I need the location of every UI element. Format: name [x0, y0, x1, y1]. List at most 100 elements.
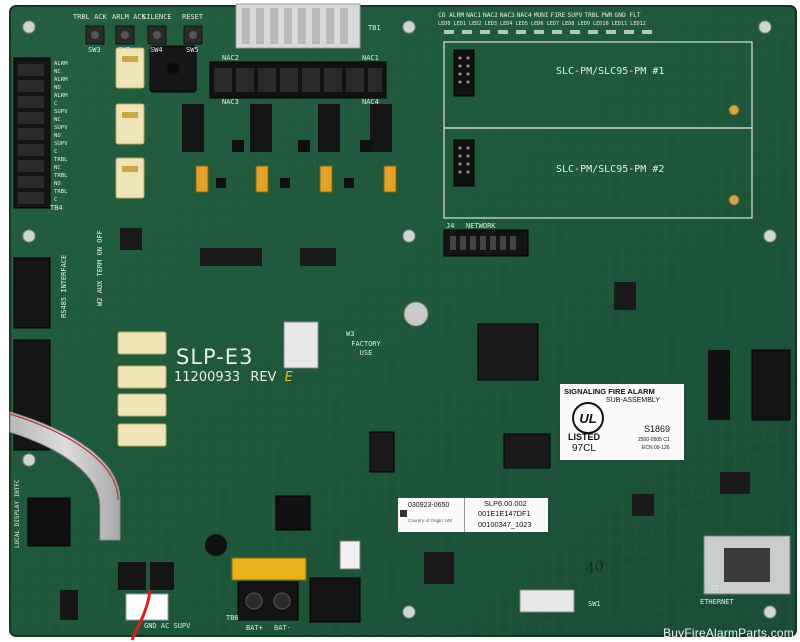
mid-left-relays: [117, 331, 167, 447]
mounting-holes: [22, 20, 777, 619]
ul-listing-label: SIGNALING FIRE ALARM SUB-ASSEMBLY UL LIS…: [560, 384, 684, 460]
ac-supv-label: GND AC SUPV: [144, 622, 191, 630]
software-version-label: 030923-0650 Country of Origin: MX SLP6.0…: [398, 498, 548, 532]
network-label: NETWORK: [466, 222, 496, 230]
button-label-silence: SILENCE: [142, 13, 172, 21]
tb4-label-5: C: [54, 101, 58, 107]
bat-minus-label: BAT-: [274, 624, 291, 632]
tb2-terminal-block: [751, 349, 791, 421]
ethernet-jack: [703, 535, 791, 595]
buzzer-port: [167, 63, 179, 75]
led-top-2: NAC2: [482, 12, 498, 19]
nac4-label: NAC4: [362, 98, 379, 106]
ul-listed: LISTED: [568, 432, 601, 442]
sw5-ref: SW5: [186, 46, 199, 54]
pcb-board: [9, 5, 797, 637]
factory-use-label: FACTORY USE: [351, 340, 381, 357]
ribbon-cable: [9, 411, 121, 547]
nac1-label: NAC1: [362, 54, 379, 62]
led-top-5: MUNI: [533, 12, 549, 19]
led-bottom-8: LED8: [562, 21, 575, 27]
sw3-ref: SW3: [88, 46, 101, 54]
led-top-0: CO ALRM: [438, 12, 465, 19]
led-bottom-9: LED9: [577, 21, 591, 27]
j4-label: J4: [446, 222, 455, 230]
nac-terminals: [209, 61, 387, 99]
tb1-connector: [235, 3, 361, 49]
led-bottom-1: LED1: [453, 21, 467, 27]
led-top-6: FIRE: [550, 12, 566, 19]
nac-circuits: [182, 104, 397, 193]
ul-line1: SIGNALING FIRE ALARM: [564, 387, 655, 396]
led-bottom-12: LED12: [630, 21, 646, 27]
led-top-8: TRBL: [584, 12, 600, 19]
w3-label: W3: [346, 330, 355, 338]
local-display-label: LOCAL DISPLAY INTFC: [14, 479, 21, 548]
sw2-ref: SW2: [118, 46, 131, 54]
tb4-label-6: SUPV: [54, 109, 68, 115]
led-bottom-7: LED7: [546, 21, 560, 27]
button-label-alrm-ack: ARLM ACK: [112, 13, 146, 21]
aux-term-label: W2 AUX TERM ON OFF: [96, 230, 104, 306]
ul-category: 97CL: [572, 443, 596, 454]
integrated-circuits: [120, 228, 750, 584]
tb4-label-17: C: [54, 197, 58, 203]
part-number: 11200933: [174, 370, 241, 385]
ul-ecn: ECN 09-126: [642, 445, 670, 451]
tb4-label-1: NC: [54, 69, 61, 75]
tb4-label-3: NO: [54, 85, 61, 91]
ul-mark-icon: UL: [572, 402, 604, 434]
firmware-version: SLP6.00.002: [484, 499, 527, 508]
tb4-label-14: TRBL: [54, 173, 68, 179]
slc-module-1-label: SLC-PM/SLC95-PM #1: [556, 66, 665, 77]
board-model: SLP-E3: [176, 345, 254, 369]
tb4-label-9: NO: [54, 133, 61, 139]
origin-block: 030923-0650 Country of Origin: MX: [398, 498, 465, 532]
nac3-label: NAC3: [222, 98, 239, 106]
tb4-label-7: NC: [54, 117, 61, 123]
form-c-relays: [115, 47, 145, 199]
ul-line2: SUB-ASSEMBLY: [606, 397, 660, 404]
led-bottom-6: LED6: [531, 21, 544, 27]
led-bottom-10: LED10: [593, 21, 609, 27]
tb4-label-13: NC: [54, 165, 61, 171]
bat-plus-label: BAT+: [246, 624, 263, 632]
dip-switch: [519, 589, 575, 613]
tb4-label-2: ALRM: [54, 77, 68, 83]
tb4-label-8: SUPV: [54, 125, 68, 131]
led-top-7: SUPV: [567, 12, 583, 19]
tb4-label-10: SUPV: [54, 141, 68, 147]
tb4-label-11: C: [54, 149, 58, 155]
j2-label: J2: [710, 584, 719, 592]
firmware-checksum: 001E1E147DF1: [478, 509, 531, 518]
revision-letter: E: [284, 370, 293, 385]
ethernet-label: ETHERNET: [700, 598, 734, 606]
led-top-3: NAC3: [499, 12, 515, 19]
ul-file-no: S1869: [644, 424, 671, 434]
right-relays: [708, 350, 730, 420]
sw1-label: SW1: [588, 600, 601, 608]
led-bottom-4: LED4: [500, 21, 513, 27]
rs485-interface-label: RS485 INTERFACE: [60, 254, 68, 318]
tb4-contact-labels: ALRM NC ALRM NO ALRM C SUPV NC SUPV NO S…: [54, 60, 76, 204]
led-top-1: NAC1: [466, 12, 481, 19]
power-section: [60, 495, 361, 641]
status-leds: [444, 30, 652, 34]
slc-module-areas: [443, 41, 753, 219]
tb4-label-16: TRBL: [54, 189, 68, 195]
led-top-4: NAC4: [516, 12, 532, 19]
led-bottom-5: LED5: [515, 21, 529, 27]
button-label-trbl-ack: TRBL ACK: [73, 13, 107, 21]
tb1-label: TB1: [368, 24, 381, 32]
tb4-terminal-block: [13, 57, 51, 209]
led-bottom-3: LED3: [484, 21, 498, 27]
led-bottom-2: LED2: [469, 21, 482, 27]
network-pins: [450, 236, 516, 250]
crystal-oscillator: [403, 301, 429, 327]
led-header-top: CO ALRM NAC1 NAC2 NAC3 NAC4 MUNI FIRE SU…: [438, 12, 668, 27]
datamatrix-icon: [400, 510, 407, 517]
watermark: BuyFireAlarmParts.com: [663, 626, 794, 640]
serial-number: 00100347_1023: [478, 520, 532, 529]
tb4-label-0: ALRM: [54, 61, 68, 67]
